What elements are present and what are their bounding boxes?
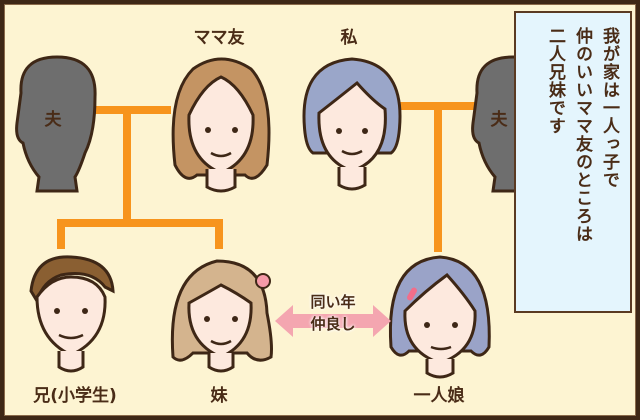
mama-friend-face bbox=[171, 57, 271, 193]
connector-line bbox=[95, 106, 171, 114]
narration-line: 我が家は一人っ子で bbox=[599, 27, 619, 189]
connector-line bbox=[434, 102, 442, 252]
narration-line: 二人兄妹です bbox=[545, 27, 565, 135]
husband-right-label: 夫 bbox=[490, 110, 508, 130]
husband-left-label: 夫 bbox=[44, 110, 62, 130]
relation-text: 同い年 仲良し bbox=[301, 291, 365, 335]
only-daughter-face bbox=[388, 255, 491, 379]
husband-left-silhouette bbox=[15, 55, 97, 193]
connector-line bbox=[215, 219, 223, 249]
me-label: 私 bbox=[340, 28, 358, 48]
double-arrow-icon bbox=[275, 305, 391, 337]
older-brother-label: 兄(小学生) bbox=[33, 386, 117, 406]
mama-friend-label: ママ友 bbox=[193, 28, 245, 48]
relation-line1: 同い年 bbox=[310, 293, 356, 311]
narration-text: 我が家は一人っ子で仲のいいママ友のところは二人兄妹です bbox=[541, 27, 622, 243]
connector-line bbox=[57, 219, 223, 227]
comic-panel: 夫 ママ友 私 夫 兄(小学生) 妹 bbox=[4, 4, 636, 416]
connector-line bbox=[123, 106, 131, 224]
connector-line bbox=[57, 219, 65, 249]
younger-sister-label: 妹 bbox=[210, 386, 228, 406]
relation-line2: 仲良し bbox=[310, 315, 356, 333]
older-brother-face bbox=[29, 255, 115, 373]
only-daughter-label: 一人娘 bbox=[413, 386, 465, 406]
me-face bbox=[302, 57, 402, 191]
younger-sister-face bbox=[170, 259, 273, 373]
narration-box: 我が家は一人っ子で仲のいいママ友のところは二人兄妹です bbox=[514, 11, 632, 313]
narration-line: 仲のいいママ友のところは bbox=[572, 27, 592, 243]
